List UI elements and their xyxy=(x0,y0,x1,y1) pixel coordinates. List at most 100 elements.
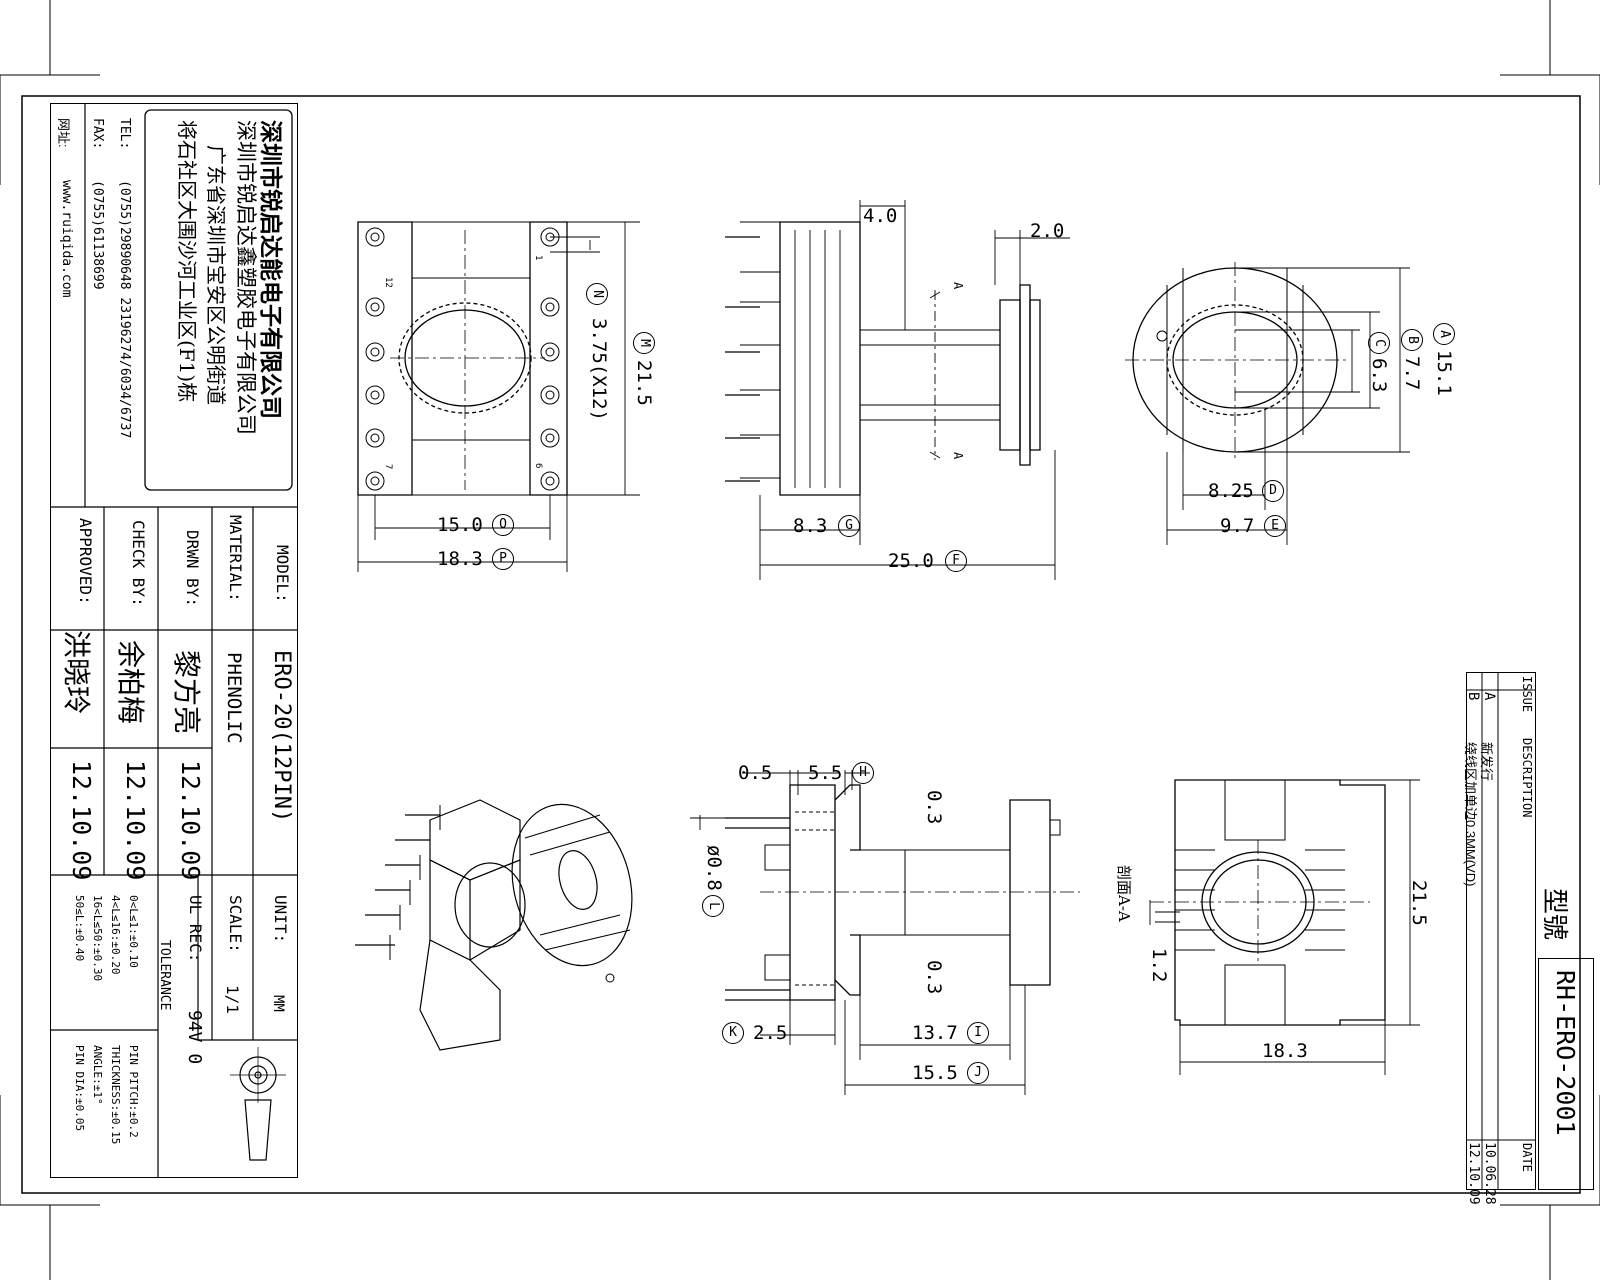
dim-15-5: 15.5 xyxy=(912,1062,958,1084)
tolerance-label: TOLERANCE xyxy=(157,940,172,1011)
unit-value: MM xyxy=(270,995,286,1012)
unit-label: UNIT: xyxy=(271,895,290,944)
web-value: www.ruiqida.com xyxy=(59,180,74,298)
model-label: MODEL: xyxy=(273,545,292,603)
top-left-view xyxy=(357,221,640,572)
drwn-name: 黎方亮 xyxy=(170,650,203,735)
fax-value: (0755)61138699 xyxy=(90,180,105,290)
tag-P: P xyxy=(492,548,514,570)
tag-I: I xyxy=(967,1022,989,1044)
tag-L: L xyxy=(702,895,724,917)
dim-15-1: 15.1 xyxy=(1433,350,1455,396)
isometric-view xyxy=(355,799,633,1051)
check-date: 12.10.09 xyxy=(121,760,150,881)
dim-9-7: 9.7 xyxy=(1220,515,1255,537)
dim-21-5-bottom: 21.5 xyxy=(1408,880,1430,926)
title-block xyxy=(50,103,298,1178)
model-no-box xyxy=(1538,958,1594,1190)
company-box xyxy=(144,109,293,491)
dim-0-3-top: 0.3 xyxy=(923,790,945,825)
dim-0-5: 0.5 xyxy=(738,762,773,784)
projection-symbol-icon xyxy=(230,1047,286,1161)
approved-date: 12.10.09 xyxy=(67,760,96,881)
tag-H: H xyxy=(852,762,874,784)
tag-F: F xyxy=(945,550,967,572)
check-label: CHECK BY: xyxy=(129,520,148,607)
tag-E: E xyxy=(1264,515,1286,537)
dim-25-0: 25.0 xyxy=(888,550,934,572)
drwn-date: 12.10.09 xyxy=(176,760,205,881)
pin-label-1: 1 xyxy=(533,255,543,261)
pin-label-12: 12 xyxy=(383,277,393,288)
section-mark-bottom: A xyxy=(951,452,965,460)
tag-J: J xyxy=(967,1062,989,1084)
ul-value: 94V 0 xyxy=(184,1010,205,1065)
model-no-label: 型號 xyxy=(1539,888,1569,941)
tel-label: TEL: xyxy=(117,118,132,150)
end-view xyxy=(1125,262,1410,545)
tag-O: O xyxy=(492,514,514,536)
pin-label-6: 6 xyxy=(533,463,543,469)
title-block-grid xyxy=(50,103,298,1178)
dim-21-5: 21.5 xyxy=(633,360,655,406)
drwn-label: DRWN BY: xyxy=(183,530,202,608)
dim-4-0: 4.0 xyxy=(863,205,898,227)
web-label: 网址: xyxy=(56,118,71,148)
section-mark-top: A xyxy=(951,282,965,290)
rev-a-date: 10.06.28 xyxy=(1482,1142,1497,1205)
dim-2-5: 2.5 xyxy=(753,1022,788,1044)
bottom-view xyxy=(1149,779,1420,1075)
model-no-value: RH-ERO-2001 xyxy=(1551,970,1580,1136)
dim-8-3: 8.3 xyxy=(793,515,828,537)
scale-value: 1/1 xyxy=(223,985,242,1014)
revision-table xyxy=(1466,672,1536,1190)
pin-label-7: 7 xyxy=(383,464,393,470)
dim-2-0: 2.0 xyxy=(1030,220,1065,242)
dim-8-25: 8.25 xyxy=(1208,480,1254,502)
rev-b-description: 绕线区加单边0.3MM(VD) xyxy=(1463,742,1478,887)
rev-a-issue: A xyxy=(1481,692,1497,701)
rev-header-description: DESCRIPTION xyxy=(1520,738,1534,818)
dim-7-7: 7.7 xyxy=(1401,356,1423,391)
tel-value: (0755)29890648 23196274/6034/6737 xyxy=(117,180,132,439)
company-address-2: 将石社区大围沙河工业区(F1)栋 xyxy=(175,120,199,403)
approved-name: 洪晓玲 xyxy=(60,630,93,715)
side-view xyxy=(725,200,1070,580)
approved-label: APPROVED: xyxy=(76,518,95,605)
section-view xyxy=(690,770,1080,1095)
dim-15: 15.0 xyxy=(437,514,483,536)
tol-left-1: 0<L≤1:±0.10 xyxy=(127,895,140,968)
model-value: ERO-20(12PIN) xyxy=(269,650,294,823)
check-name: 余柏梅 xyxy=(114,640,147,725)
fax-label: FAX: xyxy=(90,118,105,150)
rev-b-date: 12.10.09 xyxy=(1466,1142,1481,1205)
tol-left-2: 4<L≤16:±0.20 xyxy=(109,895,122,975)
tag-C: C xyxy=(1368,332,1390,354)
scale-label: SCALE: xyxy=(226,895,245,953)
ul-label: UL REC: xyxy=(186,895,205,963)
rev-header-issue: ISSUE xyxy=(1520,676,1534,713)
tag-B: B xyxy=(1401,329,1423,351)
dim-5-5: 5.5 xyxy=(808,762,843,784)
rev-b-issue: B xyxy=(1465,692,1481,701)
material-value: PHENOLIC xyxy=(223,652,245,744)
rev-header-date: DATE xyxy=(1520,1143,1534,1172)
tol-right-1: PIN PITCH:±0.2 xyxy=(127,1045,140,1138)
dim-0-3-bottom: 0.3 xyxy=(923,960,945,995)
dim-13-7: 13.7 xyxy=(912,1022,958,1044)
tol-left-4: 50≤L:±0.40 xyxy=(73,895,86,962)
tol-right-2: THICKNESS:±0.15 xyxy=(109,1045,122,1145)
dim-1-2: 1.2 xyxy=(1148,948,1170,983)
section-aa-label: 剖面A-A xyxy=(1115,865,1133,922)
tag-A: A xyxy=(1433,323,1455,345)
dim-18-3: 18.3 xyxy=(437,548,483,570)
material-label: MATERIAL: xyxy=(226,515,245,602)
tag-G: G xyxy=(838,515,860,537)
tag-K: K xyxy=(722,1022,744,1044)
company-name-2: 深圳市锐启达鑫塑胶电子有限公司 xyxy=(234,120,258,435)
dim-dia-0-8: ø0.8 xyxy=(703,845,725,891)
dim-3-75: 3.75(X12) xyxy=(588,318,610,421)
